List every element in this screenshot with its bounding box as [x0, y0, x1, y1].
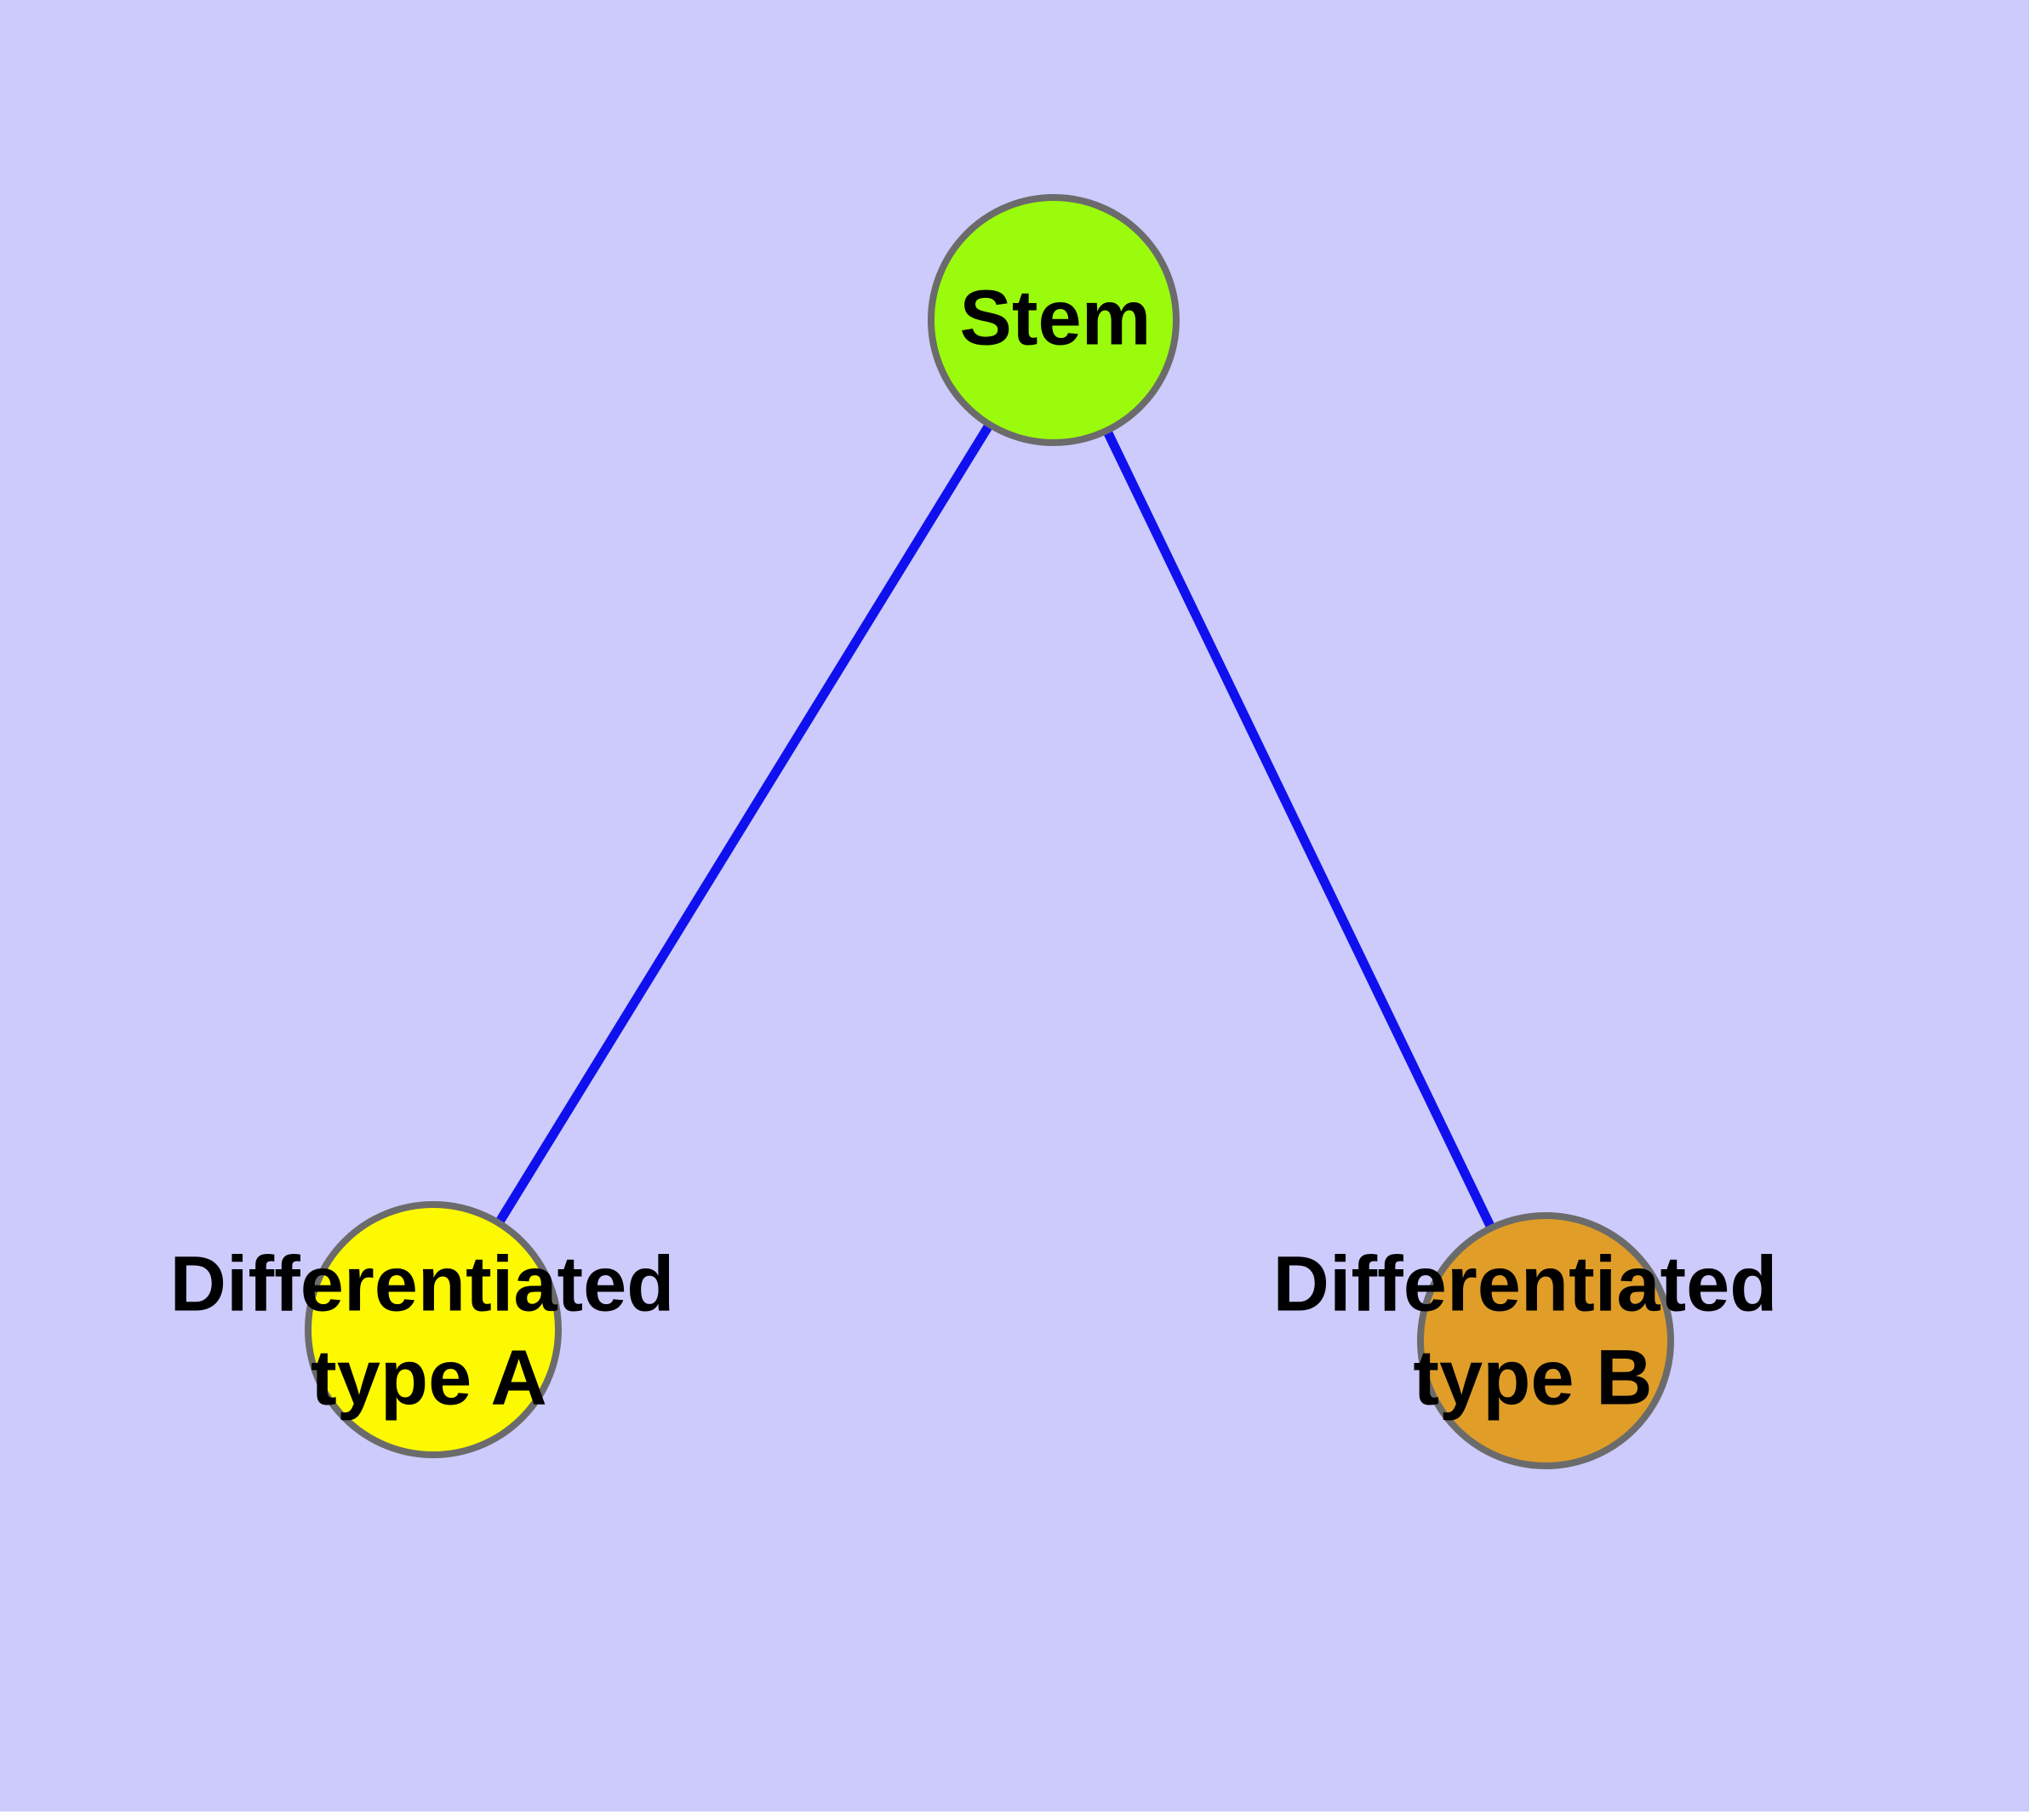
edge-stem-to-differentiated-type-b[interactable] [1049, 318, 1550, 1343]
node-stem[interactable] [928, 194, 1180, 446]
edge-stem-to-differentiated-type-a[interactable] [429, 318, 1058, 1332]
node-differentiated-type-b[interactable] [1417, 1212, 1674, 1469]
node-label-differentiated-type-b-line2: type B [1413, 1334, 1652, 1421]
node-label-differentiated-type-b-line1: Differentiated [1273, 1240, 1778, 1327]
node-label-stem: Stem [960, 274, 1152, 361]
node-label-differentiated-type-a-line2: type A [311, 1334, 547, 1421]
label-layer: Stem Differentiated type A Differentiate… [170, 274, 1778, 1421]
node-label-differentiated-type-a-line1: Differentiated [170, 1240, 675, 1327]
node-differentiated-type-a[interactable] [305, 1201, 562, 1458]
node-layer [305, 194, 1674, 1469]
edge-layer [429, 318, 1550, 1343]
